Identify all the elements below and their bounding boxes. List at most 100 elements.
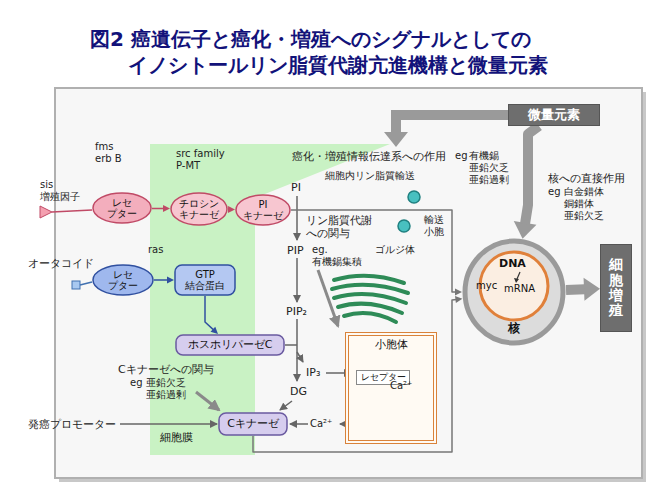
rounded-outline	[219, 413, 287, 435]
annotation-label: 有機錫集積	[312, 256, 362, 268]
transcription-arrow	[517, 272, 520, 279]
arrow-head	[514, 278, 519, 283]
annotation-label: P-MT	[176, 160, 200, 172]
trace-element-box: 微量元素	[508, 104, 600, 126]
frame-panel	[55, 88, 642, 478]
annotation-label: eg.	[312, 244, 328, 256]
annotation-label: 有機錫 亜鉛欠乏 亜鉛過剰	[469, 150, 509, 186]
annotation-label: Ca²⁺	[310, 418, 332, 430]
effect-arrow	[196, 392, 219, 410]
node-label: レセ プター	[108, 269, 138, 291]
annotation-label: Cキナーゼへの関与	[118, 363, 214, 376]
c-kinase: Cキナーゼ	[218, 412, 288, 436]
connector-line	[291, 210, 456, 292]
node-label: 細胞増殖	[609, 257, 623, 319]
connector	[152, 205, 170, 212]
connector-line	[154, 279, 168, 281]
annotation-label: ゴルジ体	[375, 244, 415, 256]
arrow-head	[455, 289, 462, 296]
node-label: DNA	[499, 258, 526, 270]
annotation-label: 輸送 小胞	[424, 214, 444, 238]
connector-line	[566, 284, 585, 295]
annotation-label: 増殖因子	[40, 191, 80, 203]
connector-line	[525, 126, 539, 224]
node-label: レセ プター	[107, 197, 137, 219]
annotation-label: eg	[548, 186, 561, 198]
frame-shadow	[59, 92, 646, 482]
promoter-arrow	[120, 423, 217, 425]
cell-proliferation-box: 細胞増殖	[600, 244, 632, 332]
annotation-label: 白金錯体 銅錯体 亜鉛欠乏	[564, 186, 604, 222]
growth-factor-symbol	[40, 206, 52, 218]
node-label: PI キナーゼ	[243, 199, 283, 221]
nucleus-outline	[465, 241, 563, 343]
block-arrow	[396, 115, 508, 134]
receptor: レセ プター	[92, 264, 154, 296]
node-label: myc	[476, 280, 497, 291]
connector-line	[152, 208, 164, 210]
pathway-arrow	[296, 258, 298, 302]
annotation-label: erb B	[95, 153, 122, 165]
annotation-label: PIP	[287, 244, 304, 257]
connector	[566, 278, 600, 301]
connector-line	[205, 296, 214, 330]
ellipse-outline	[236, 195, 290, 225]
annotation-label: PIP₂	[286, 305, 307, 318]
annotation-label: 癌化・増殖情報伝達系への作用	[292, 150, 446, 163]
node-label: mRNA	[504, 283, 535, 294]
ellipse-outline	[171, 193, 227, 225]
figure-title: 図2 癌遺伝子と癌化・増殖へのシグナルとしての イノシトールリン脂質代謝亢進機構…	[90, 26, 630, 78]
arrow-head	[167, 277, 174, 284]
arrow-head	[584, 278, 600, 301]
pathway-arrow	[280, 401, 292, 410]
rounded-outline	[176, 335, 284, 355]
transport-vesicle	[398, 220, 410, 232]
connector	[228, 206, 235, 213]
annotation-label: eg	[455, 150, 468, 162]
connector	[205, 296, 218, 334]
ligand-line	[80, 282, 92, 285]
golgi-cisterna	[334, 276, 404, 283]
node-label: チロシン キナーゼ	[179, 198, 219, 220]
connector	[154, 277, 174, 284]
annotation-label: src family	[176, 148, 225, 160]
annotation-label: sis	[40, 179, 53, 191]
phospholipase-c: ホスホリパーゼC	[175, 334, 285, 356]
node-label: Cキナーゼ	[227, 418, 279, 430]
arrow-head	[163, 205, 170, 212]
annotation-label: 細胞内リン脂質輸送	[325, 170, 415, 182]
annotation-label: PI	[291, 181, 301, 194]
golgi-cisterna	[344, 313, 396, 322]
ellipse-outline	[93, 265, 153, 295]
rounded-outline	[175, 265, 235, 295]
annotation-label: オータコイド	[28, 257, 94, 270]
pathway-line	[285, 344, 297, 346]
node-label: 微量元素	[528, 108, 580, 122]
connector-line	[228, 209, 229, 211]
arrow-head	[228, 206, 235, 213]
block-arrow-head	[384, 132, 408, 147]
nucleus: DNAmycmRNA 核	[462, 238, 566, 346]
annotation-label: eg	[130, 377, 143, 389]
node-label: 小胞体	[375, 339, 408, 351]
gtp-binding-protein: GTP 結合蛋白	[174, 264, 236, 296]
ellipse-outline	[93, 193, 151, 223]
annotation-label: Ca²⁺	[390, 380, 412, 392]
node-label: ホスホリパーゼC	[188, 339, 273, 351]
golgi-body	[332, 276, 408, 322]
golgi-cisterna	[334, 294, 406, 303]
pathway-arrow	[296, 196, 298, 240]
golgi-cisterna	[332, 285, 408, 293]
node-label: 核	[508, 322, 520, 335]
annotation-label: ras	[148, 244, 163, 256]
connector	[514, 126, 539, 239]
annotation-label: 発癌プロモーター	[28, 418, 116, 431]
pathway-arrow	[296, 319, 298, 381]
annotation-label: 核への直接作用	[548, 172, 625, 185]
ligand-line	[52, 210, 92, 212]
receptor: レセ プター	[92, 192, 152, 224]
transport-vesicle	[408, 191, 420, 203]
pi-kinase: PI キナーゼ	[235, 194, 291, 226]
connector	[291, 210, 462, 296]
node-label: GTP 結合蛋白	[185, 269, 225, 291]
